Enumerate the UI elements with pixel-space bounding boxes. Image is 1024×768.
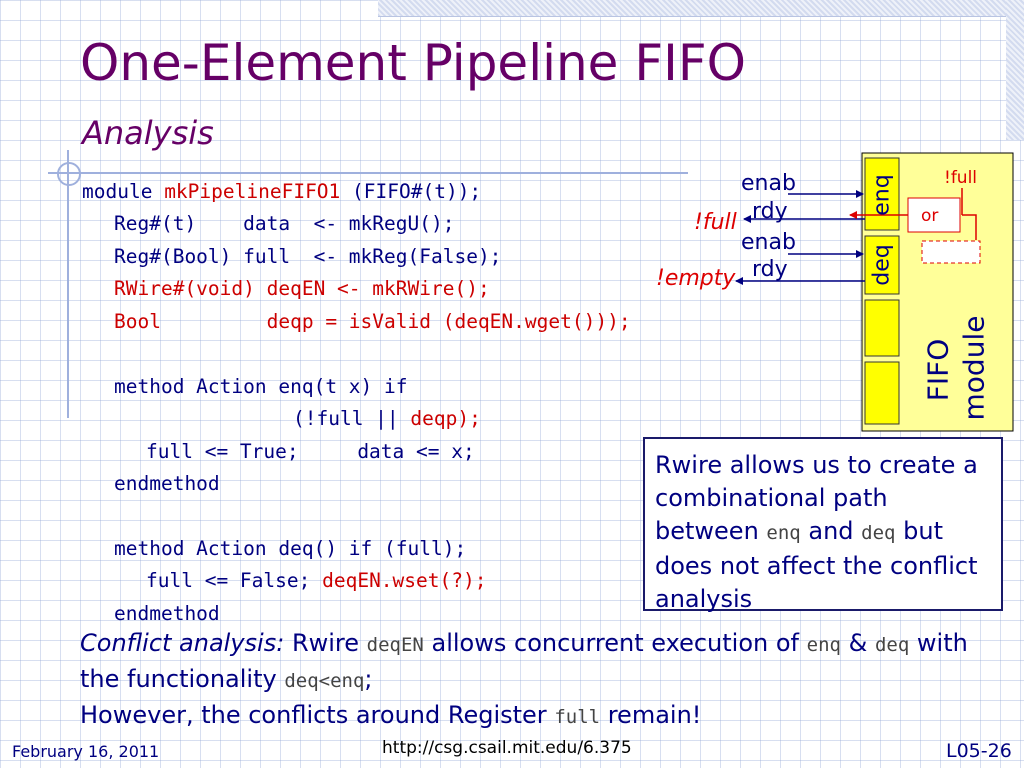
fifo-module-label-module: module [957,315,991,421]
rwire-note-box: Rwire allows us to create a combinationa… [643,437,1003,613]
code-deq-body-full: full <= False; [146,569,323,592]
decorative-circle [57,162,81,186]
deqen-wire-box [921,240,981,264]
code-line-enq-method: method Action enq(t x) if [114,375,408,398]
right-decorative-band [1006,0,1024,140]
conflict-deq-lt-enq-code: deq<enq [284,670,365,692]
code-enq-guard-start: (!full || [293,407,411,430]
deq-rdy-label: rdy [752,257,788,282]
code-line-endmethod-1: endmethod [114,472,220,495]
note-text-2: and [800,517,862,545]
conflict-text-1: Rwire [284,629,367,657]
code-line-enq-body: full <= True; data <= x; [146,440,475,463]
footer-page-number: L05-26 [946,740,1012,762]
footer-date: February 16, 2011 [12,742,160,761]
conflict-text-7: remain! [600,701,702,729]
code-module-name: mkPipelineFIFO1 [164,180,341,203]
code-line-rwire: RWire#(void) deqEN <- mkRWire(); [114,277,490,300]
code-enq-guard-deqp: deqp [410,407,458,430]
not-empty-label: !empty [656,266,736,291]
code-line-full-reg: Reg#(Bool) full <- mkReg(False); [114,245,502,268]
conflict-text-2: allows concurrent execution of [423,629,807,657]
deq-enab-label: enab [741,230,796,255]
not-full-label: !full [694,210,737,235]
top-decorative-band [378,0,1024,17]
or-input-wire [962,214,977,228]
note-text-1: Rwire allows us to create a combinationa… [655,451,978,545]
deq-method-label: deq [869,244,895,286]
code-line-deq-body: full <= False; deqEN.wset(?); [146,569,486,592]
conflict-text-4: with the functionality [80,629,968,693]
conflict-deq-code: deq [874,634,910,656]
fifo-module-label-fifo: FIFO [921,338,955,402]
conflict-full-code: full [554,706,601,728]
code-line-deq-method: method Action deq() if (full); [114,537,467,560]
code-line-module: module mkPipelineFIFO1 (FIFO#(t)); [82,180,481,203]
code-module-interface: (FIFO#(t)); [340,180,482,203]
enq-rdy-label: rdy [752,199,788,224]
decorative-horizontal-line [48,172,688,174]
full-register-label: !full [944,168,978,188]
note-enq-code: enq [766,522,801,544]
method-box-4 [864,361,900,425]
code-keyword-module: module [82,180,165,203]
enq-method-label: enq [869,174,895,216]
code-line-deqp: Bool deqp = isValid (deqEN.wget())); [114,310,631,333]
note-deq-code: deq [861,522,896,544]
conflict-analysis-text: Conflict analysis: Rwire deqEN allows co… [80,626,980,734]
fifo-module-diagram: enab rdy enab rdy !full !empty !full or … [640,150,1020,440]
or-gate-label: or [921,206,939,226]
code-line-enq-guard: (!full || deqp); [293,407,481,430]
enq-enab-label: enab [741,171,796,196]
method-box-3 [864,299,900,357]
decorative-vertical-line [67,150,69,418]
slide-title: One-Element Pipeline FIFO [80,34,746,92]
code-line-data-reg: Reg#(t) data <- mkRegU(); [114,212,455,235]
conflict-text-6: However, the conflicts around Register [80,701,555,729]
fifo-diagram-svg [735,152,1014,432]
footer-url[interactable]: http://csg.csail.mit.edu/6.375 [382,738,632,758]
note-text-3: but does not affect the conflict analysi… [655,517,978,613]
code-enq-guard-end: ); [457,407,481,430]
enq-method-box [864,157,900,231]
code-deq-body-wset: deqEN.wset(?); [322,569,487,592]
conflict-deqen-code: deqEN [366,634,424,656]
conflict-text-3: & [840,629,875,657]
conflict-analysis-label: Conflict analysis: [80,629,285,657]
slide-subtitle: Analysis [82,114,214,152]
deq-method-box [864,235,900,295]
code-line-endmethod-2: endmethod [114,602,220,625]
conflict-enq-code: enq [806,634,841,656]
conflict-text-5: ; [364,665,373,693]
